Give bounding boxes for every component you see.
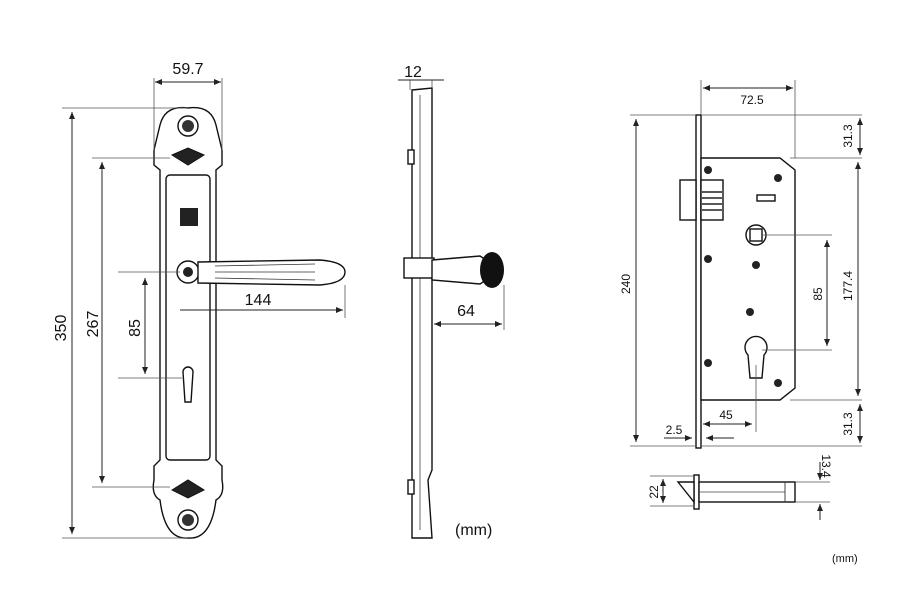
dim-13-4: 13.4 [819, 454, 833, 478]
handle-front-view: 59.7 350 267 85 144 [53, 61, 346, 539]
dim-12: 12 [404, 64, 422, 81]
brand-logo [180, 208, 198, 226]
dim-85-lock: 85 [811, 287, 825, 301]
dim-45: 45 [719, 408, 733, 422]
dim-85-front: 85 [127, 319, 144, 337]
unit-label-side: (mm) [455, 522, 492, 539]
dim-240: 240 [619, 274, 633, 294]
dim-22: 22 [647, 485, 661, 499]
handle-side-view: 12 64 (mm) [398, 64, 505, 539]
dim-267: 267 [85, 311, 102, 338]
dim-59-7: 59.7 [172, 61, 203, 78]
dim-350: 350 [53, 315, 70, 342]
dim-31-3-top: 31.3 [841, 124, 855, 148]
dim-64: 64 [457, 303, 475, 320]
dim-31-3-bottom: 31.3 [841, 412, 855, 436]
mortise-lock-body: 72.5 31.3 177.4 31.3 85 240 45 2.5 [619, 80, 863, 449]
dim-72-5: 72.5 [740, 93, 764, 107]
dim-177-4: 177.4 [841, 271, 855, 301]
dim-144: 144 [245, 292, 272, 309]
dim-2-5: 2.5 [666, 423, 683, 437]
latch-bolt-view: 22 13.4 [647, 454, 833, 520]
unit-label-lock: (mm) [832, 553, 858, 565]
